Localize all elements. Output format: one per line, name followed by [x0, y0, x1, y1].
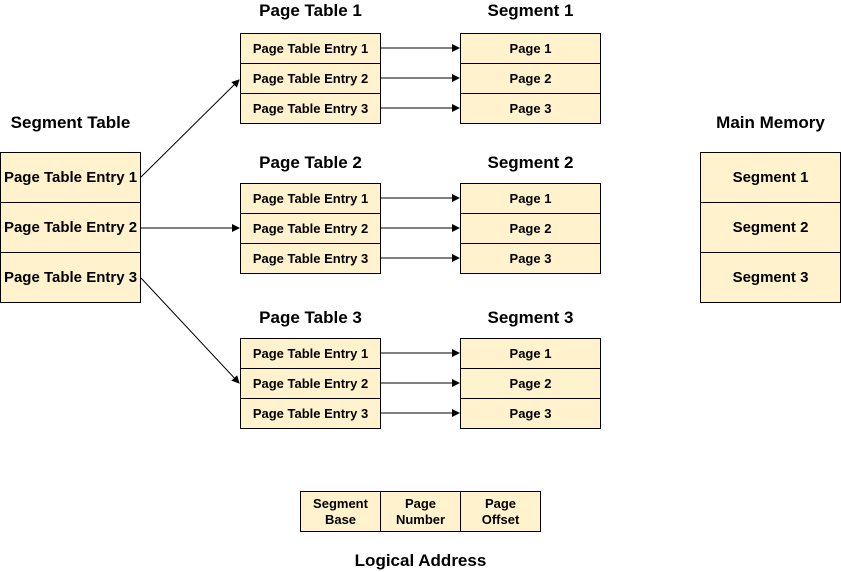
page-table-3-entry-2: Page Table Entry 2 — [240, 368, 381, 399]
segment-table-entry-1: Page Table Entry 1 — [0, 152, 141, 203]
segment-2-page-2: Page 2 — [460, 213, 601, 244]
main-memory-segment-2: Segment 2 — [700, 202, 841, 253]
page-table-1-entry-3: Page Table Entry 3 — [240, 93, 381, 124]
page-table-1-entry-2: Page Table Entry 2 — [240, 63, 381, 94]
segment-1-page-2: Page 2 — [460, 63, 601, 94]
page-table-3-title: Page Table 3 — [259, 308, 362, 327]
page-table-3-entry-1: Page Table Entry 1 — [240, 338, 381, 369]
page-table-3-entry-3: Page Table Entry 3 — [240, 398, 381, 429]
segment-1-title: Segment 1 — [487, 1, 574, 20]
segment-3-page-1: Page 1 — [460, 338, 601, 369]
segment-3-page-2: Page 2 — [460, 368, 601, 399]
page-table-1-title: Page Table 1 — [259, 1, 362, 20]
segment-table-entry-2: Page Table Entry 2 — [0, 202, 141, 253]
arrow-segment-entry-1-to-page-table-1 — [140, 79, 240, 178]
logical-address-segment-base: Segment Base — [300, 491, 381, 532]
main-memory-segment-3: Segment 3 — [700, 252, 841, 303]
page-table-2-entry-3: Page Table Entry 3 — [240, 243, 381, 274]
page-table-2-entry-1: Page Table Entry 1 — [240, 183, 381, 214]
logical-address-page-number: Page Number — [380, 491, 461, 532]
page-table-1-entry-1: Page Table Entry 1 — [240, 33, 381, 64]
page-table-2-entry-2: Page Table Entry 2 — [240, 213, 381, 244]
segment-2-title: Segment 2 — [487, 153, 574, 172]
main-memory-title: Main Memory — [716, 113, 825, 132]
logical-address-page-offset: Page Offset — [460, 491, 541, 532]
segment-table-entry-3: Page Table Entry 3 — [0, 252, 141, 303]
logical-address-title: Logical Address — [354, 551, 487, 570]
arrow-segment-entry-3-to-page-table-3 — [140, 277, 240, 384]
segment-1-page-3: Page 3 — [460, 93, 601, 124]
segment-table-title: Segment Table — [10, 113, 131, 132]
segment-1-page-1: Page 1 — [460, 33, 601, 64]
segment-2-page-1: Page 1 — [460, 183, 601, 214]
segment-3-title: Segment 3 — [487, 308, 574, 327]
main-memory-segment-1: Segment 1 — [700, 152, 841, 203]
page-table-2-title: Page Table 2 — [259, 153, 362, 172]
segment-3-page-3: Page 3 — [460, 398, 601, 429]
segment-2-page-3: Page 3 — [460, 243, 601, 274]
